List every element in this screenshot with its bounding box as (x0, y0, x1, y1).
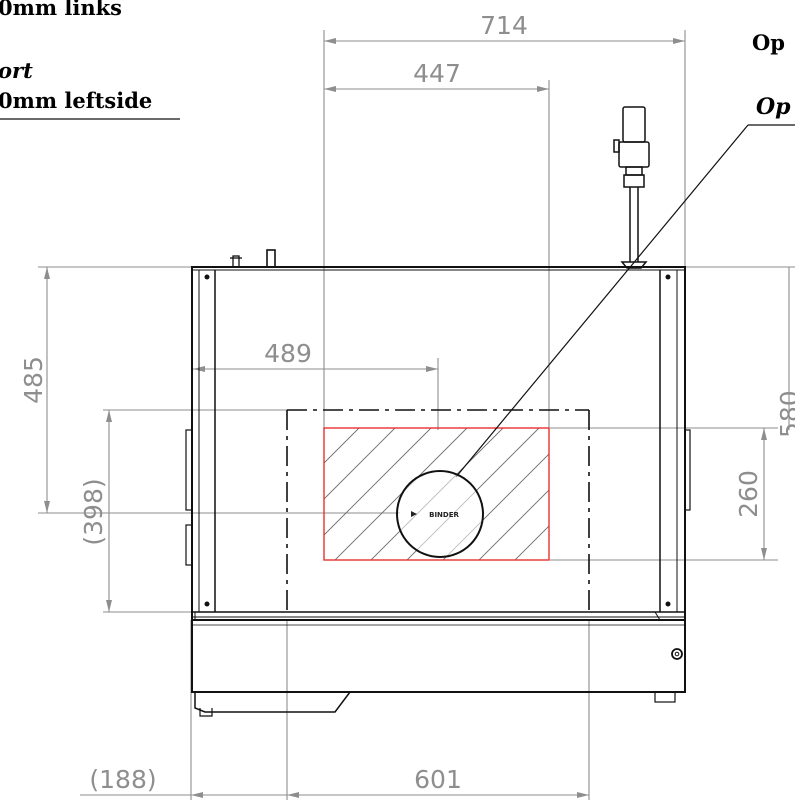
label-leftside: 0mm leftside (0, 88, 152, 113)
dimension-485: 485 (19, 356, 48, 404)
door-screws (204, 274, 671, 607)
dimension-arrows (44, 38, 767, 798)
logo-text: BINDER (429, 511, 459, 519)
label-links: 0mm links (0, 0, 122, 20)
label-option-1: Op (752, 30, 785, 55)
hatched-area-border (323, 427, 550, 561)
dimension-188: (188) (89, 765, 156, 794)
dimension-580: 580 (775, 390, 795, 438)
logo-circle (396, 470, 484, 558)
interior-chamber-outline (286, 409, 590, 612)
label-option-2: Op (756, 94, 791, 120)
leader-line (455, 124, 749, 478)
dimension-601: 601 (414, 765, 462, 794)
dimension-714: 714 (480, 11, 528, 40)
dimension-489: 489 (264, 339, 312, 368)
dimension-lines (38, 30, 795, 800)
logo-arrow-icon (411, 511, 417, 517)
dimension-260: 260 (734, 470, 763, 518)
dimension-398: (398) (79, 478, 108, 545)
label-port: ort (0, 58, 33, 83)
mains-plug-option (613, 106, 650, 269)
device-outline (185, 249, 691, 717)
dimension-447: 447 (413, 59, 461, 88)
hatched-area (324, 428, 549, 560)
